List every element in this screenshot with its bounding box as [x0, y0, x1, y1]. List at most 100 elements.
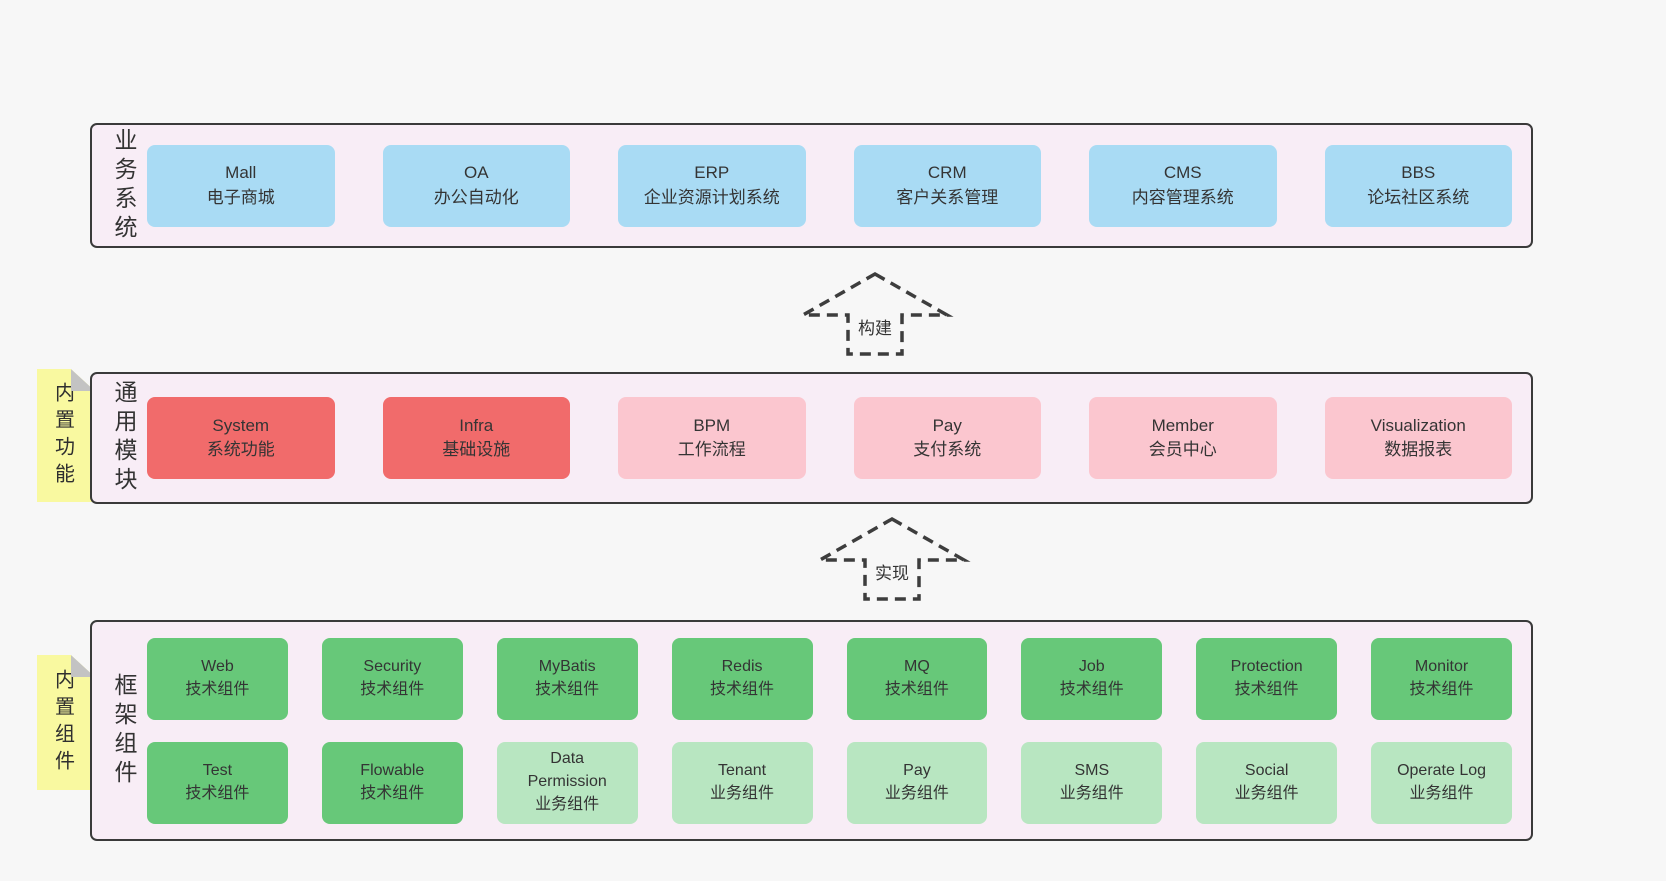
- box-subtitle: 技术组件: [360, 680, 425, 698]
- box-title: Monitor: [1414, 657, 1469, 675]
- box-sms: SMS 业务组件: [1021, 741, 1163, 824]
- arrow-label: 构建: [855, 314, 895, 339]
- box-flowable: Flowable 技术组件: [321, 741, 463, 824]
- box-title: CRM: [927, 163, 967, 183]
- sticky-label: 内置组件: [51, 668, 74, 777]
- layer-label-business: 业务系统: [111, 127, 137, 244]
- box-subtitle: 技术组件: [1059, 680, 1124, 698]
- box-subtitle: 客户关系管理: [896, 187, 999, 207]
- box-subtitle: 业务组件: [535, 795, 600, 813]
- box-title: Tenant: [718, 761, 767, 779]
- box-subtitle: 论坛社区系统: [1367, 187, 1470, 207]
- box-title: Mall: [225, 163, 257, 183]
- box-subtitle: 系统功能: [206, 440, 275, 459]
- box-subtitle: 业务组件: [710, 784, 775, 802]
- arrow-label: 实现: [872, 559, 912, 584]
- layer-framework-components: 框架组件 Web 技术组件 Security 技术组件 MyBatis 技术组件…: [90, 620, 1533, 841]
- box-bbs: BBS 论坛社区系统: [1324, 144, 1512, 227]
- sticky-note-builtin-components: 内置组件: [37, 655, 95, 790]
- box-title: SMS: [1074, 761, 1110, 779]
- box-title: Infra: [459, 415, 494, 435]
- box-title: Member: [1151, 415, 1214, 435]
- box-subtitle: 业务组件: [1409, 784, 1474, 802]
- box-title: Web: [201, 657, 234, 675]
- box-protection: Protection 技术组件: [1196, 637, 1338, 720]
- box-cms: CMS 内容管理系统: [1089, 144, 1277, 227]
- box-bpm: BPM 工作流程: [618, 397, 806, 479]
- box-visualization: Visualization 数据报表: [1324, 397, 1512, 479]
- box-title: System: [212, 415, 270, 435]
- box-title: Visualization: [1370, 415, 1466, 435]
- folded-corner-icon: [71, 655, 95, 677]
- box-title: CMS: [1163, 163, 1202, 183]
- box-subtitle: 内容管理系统: [1131, 187, 1234, 207]
- layer-label-components: 框架组件: [111, 672, 137, 789]
- box-subtitle: 技术组件: [185, 680, 250, 698]
- box-subtitle: 企业资源计划系统: [643, 187, 780, 207]
- box-title: Redis: [721, 657, 763, 675]
- box-title: MQ: [904, 657, 930, 675]
- arrow-build: 构建: [796, 271, 954, 357]
- box-subtitle: 电子商城: [206, 187, 275, 207]
- box-member: Member 会员中心: [1089, 397, 1277, 479]
- box-job: Job 技术组件: [1021, 637, 1163, 720]
- box-social: Social 业务组件: [1196, 741, 1338, 824]
- box-title: BPM: [693, 415, 731, 435]
- box-title: Test: [202, 761, 233, 779]
- box-subtitle: 技术组件: [535, 680, 600, 698]
- up-block-arrow-icon: [796, 271, 954, 356]
- folded-corner-icon: [71, 369, 95, 391]
- box-title: MyBatis: [538, 657, 596, 675]
- box-title: OA: [463, 163, 489, 183]
- box-subtitle: 技术组件: [185, 784, 250, 802]
- arrow-implement: 实现: [813, 516, 971, 602]
- box-title: Job: [1078, 657, 1105, 675]
- box-redis: Redis 技术组件: [671, 637, 813, 720]
- box-subtitle: 工作流程: [677, 440, 746, 459]
- up-block-arrow-icon: [813, 516, 971, 601]
- box-subtitle: 技术组件: [1234, 680, 1299, 698]
- box-title: Pay: [932, 415, 962, 435]
- box-title: Data Permission: [527, 750, 607, 791]
- box-test: Test 技术组件: [147, 741, 288, 824]
- box-mq: MQ 技术组件: [846, 637, 988, 720]
- box-subtitle: 业务组件: [884, 784, 949, 802]
- box-subtitle: 技术组件: [710, 680, 775, 698]
- box-mybatis: MyBatis 技术组件: [496, 637, 638, 720]
- box-subtitle: 技术组件: [360, 784, 425, 802]
- box-subtitle: 业务组件: [1059, 784, 1124, 802]
- box-erp: ERP 企业资源计划系统: [618, 144, 806, 227]
- box-title: Flowable: [360, 761, 425, 779]
- sticky-note-builtin-features: 内置功能: [37, 369, 95, 502]
- box-title: Social: [1244, 761, 1289, 779]
- box-title: Pay: [903, 761, 931, 779]
- box-subtitle: 会员中心: [1148, 440, 1217, 459]
- box-subtitle: 基础设施: [442, 440, 511, 459]
- box-web: Web 技术组件: [147, 637, 288, 720]
- box-subtitle: 技术组件: [1409, 680, 1474, 698]
- layer-business-systems: 业务系统 Mall 电子商城 OA 办公自动化 ERP 企业资源计划系统 CRM…: [90, 123, 1533, 248]
- box-subtitle: 业务组件: [1234, 784, 1299, 802]
- box-data-permission: Data Permission 业务组件: [496, 741, 638, 824]
- box-title: ERP: [694, 163, 730, 183]
- box-subtitle: 技术组件: [884, 680, 949, 698]
- box-title: Operate Log: [1397, 761, 1487, 779]
- box-title: BBS: [1401, 163, 1436, 183]
- box-subtitle: 办公自动化: [433, 187, 519, 207]
- box-mall: Mall 电子商城: [147, 144, 335, 227]
- sticky-label: 内置功能: [51, 381, 74, 490]
- box-subtitle: 数据报表: [1384, 440, 1453, 459]
- layer-common-modules: 通用模块 System 系统功能 Infra 基础设施 BPM 工作流程 Pay…: [90, 372, 1533, 504]
- box-infra: Infra 基础设施: [382, 397, 570, 479]
- box-subtitle: 支付系统: [913, 440, 982, 459]
- box-operate-log: Operate Log 业务组件: [1371, 741, 1512, 824]
- box-security: Security 技术组件: [321, 637, 463, 720]
- box-title: Security: [363, 657, 422, 675]
- layer-label-modules: 通用模块: [111, 380, 137, 496]
- box-pay-component: Pay 业务组件: [846, 741, 988, 824]
- box-title: Protection: [1230, 657, 1303, 675]
- box-system: System 系统功能: [147, 397, 335, 479]
- box-monitor: Monitor 技术组件: [1371, 637, 1512, 720]
- box-pay: Pay 支付系统: [853, 397, 1041, 479]
- box-oa: OA 办公自动化: [382, 144, 570, 227]
